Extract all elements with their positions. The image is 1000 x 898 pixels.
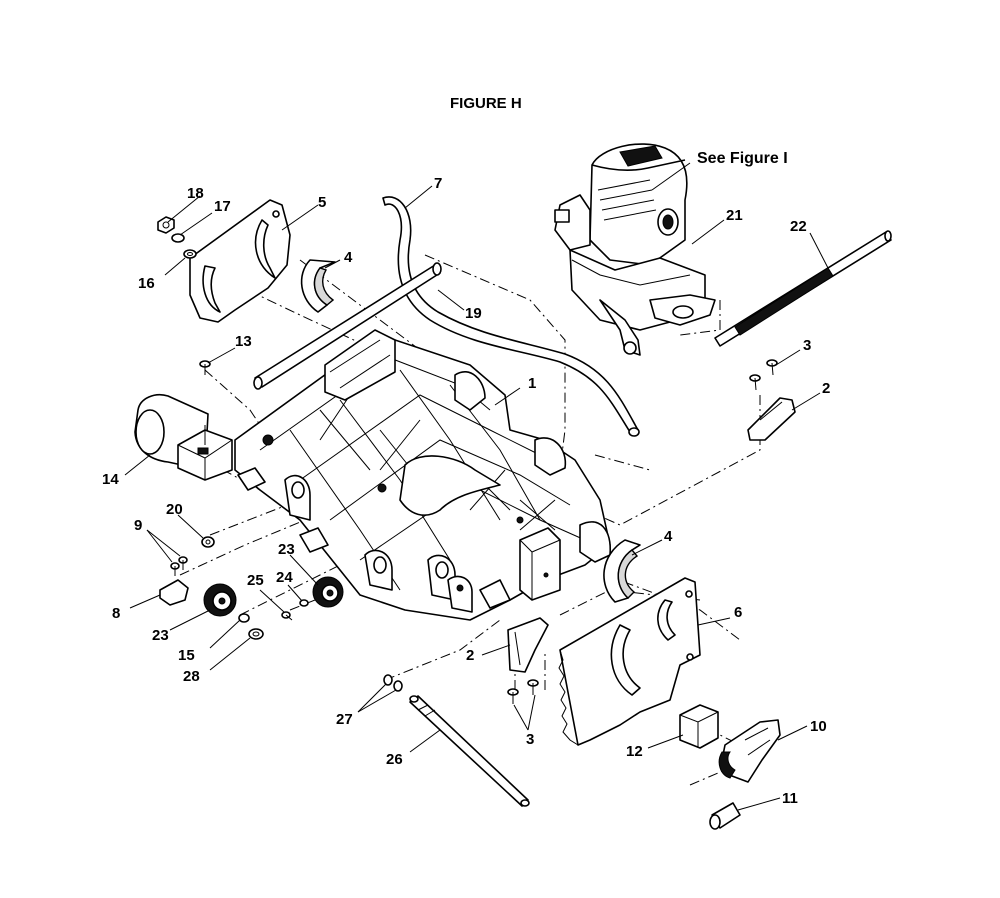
parts-15-28-hardware — [238, 613, 264, 640]
callout-10: 10 — [810, 718, 827, 735]
part-11-pin — [709, 802, 741, 830]
callout-28: 28 — [183, 668, 200, 685]
figure-title: FIGURE H — [450, 95, 522, 112]
part-6-plate — [558, 577, 701, 746]
callout-20: 20 — [166, 501, 183, 518]
callout-25: 25 — [247, 572, 264, 589]
part-14-cylinder — [134, 394, 233, 481]
callout-18: 18 — [187, 185, 204, 202]
part-20-washer — [201, 536, 215, 548]
callout-4-upper: 4 — [344, 249, 353, 266]
callout-27: 27 — [336, 711, 353, 728]
callout-17: 17 — [214, 198, 231, 215]
callout-8: 8 — [112, 605, 120, 622]
part-26-shaft — [409, 695, 530, 807]
part-4-lower-arc — [603, 539, 641, 603]
part-3-upper-screws — [749, 359, 778, 391]
callout-7: 7 — [434, 175, 442, 192]
callout-13: 13 — [235, 333, 252, 350]
part-13-screw — [199, 360, 211, 375]
callout-22: 22 — [790, 218, 807, 235]
callout-23-right: 23 — [278, 541, 295, 558]
callout-14: 14 — [102, 471, 119, 488]
callout-2-lower: 2 — [466, 647, 474, 664]
callouts: See Figure I 1 2 2 3 3 4 4 5 6 7 8 9 10 … — [102, 150, 830, 807]
part-2-upper-bracket — [747, 397, 796, 441]
callout-21: 21 — [726, 207, 743, 224]
part-5-bracket — [189, 199, 291, 323]
callout-6: 6 — [734, 604, 742, 621]
callout-23-left: 23 — [152, 627, 169, 644]
callout-4-lower: 4 — [664, 528, 673, 545]
see-figure-reference: See Figure I — [697, 150, 788, 167]
part-23-gear-left — [203, 583, 237, 617]
callout-24: 24 — [276, 569, 293, 586]
callout-16: 16 — [138, 275, 155, 292]
part-1-base-frame — [234, 329, 611, 621]
part-8-bracket — [159, 579, 189, 606]
part-23-gear-right — [312, 576, 344, 608]
callout-3-lower: 3 — [526, 731, 534, 748]
part-10-lever — [718, 719, 781, 783]
part-12-block — [679, 704, 719, 749]
callout-19: 19 — [465, 305, 482, 322]
callout-5: 5 — [318, 194, 326, 211]
callout-2-upper: 2 — [822, 380, 830, 397]
part-27-washers — [383, 674, 403, 692]
callout-26: 26 — [386, 751, 403, 768]
part-2-lower-bracket — [507, 617, 549, 673]
part-3-lower-screws — [507, 679, 539, 704]
callout-3-upper: 3 — [803, 337, 811, 354]
callout-12: 12 — [626, 743, 643, 760]
parts-24-25-hardware — [281, 599, 309, 621]
callout-15: 15 — [178, 647, 195, 664]
part-9-screws — [170, 556, 188, 576]
part-21-motor-assembly — [554, 143, 716, 356]
parts-16-18-hardware — [157, 216, 197, 259]
part-4-upper-arc — [300, 259, 336, 313]
part-19-rod — [253, 262, 442, 390]
callout-1: 1 — [528, 375, 536, 392]
callout-9: 9 — [134, 517, 142, 534]
callout-11: 11 — [782, 790, 798, 807]
part-22-threaded-rod — [714, 230, 892, 347]
leader-lines — [124, 162, 829, 811]
